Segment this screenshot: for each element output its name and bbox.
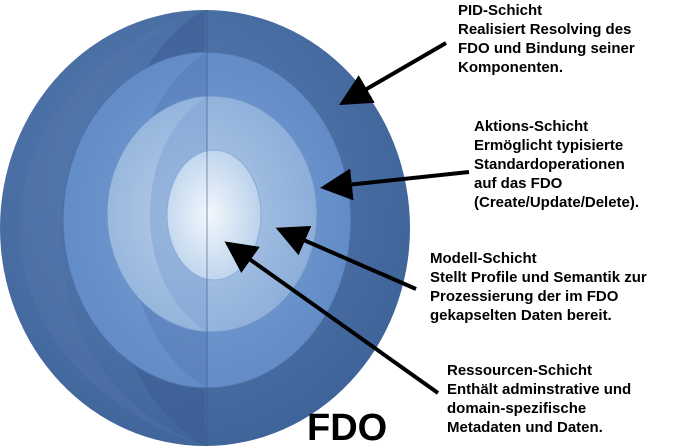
model-layer-label: Modell-Schicht Stellt Profile und Semant…	[430, 249, 647, 325]
arrow-ressourcen	[224, 241, 440, 395]
pid-layer-line: Realisiert Resolving des	[458, 21, 632, 38]
resource-layer-line: Enthält adminstrative und	[447, 381, 632, 398]
pid-layer-line: FDO und Bindung seiner	[458, 40, 635, 57]
resource-layer-label: Ressourcen-Schicht Enthält adminstrative…	[447, 361, 631, 437]
arrow-modell	[275, 225, 417, 291]
model-layer-heading: Modell-Schicht	[430, 250, 537, 267]
pid-layer-line: Komponenten.	[458, 59, 563, 76]
resource-layer-line: Metadaten und Daten.	[447, 419, 603, 436]
model-layer-line: gekapselten Daten bereit.	[430, 307, 612, 324]
arrow-pid	[339, 41, 448, 106]
action-layer-heading: Aktions-Schicht	[474, 118, 589, 135]
pid-layer-label: PID-Schicht Realisiert Resolving des FDO…	[458, 1, 635, 77]
model-layer-line: Prozessierung der im FDO	[430, 288, 619, 305]
model-layer-line: Stellt Profile und Semantik zur	[430, 269, 647, 286]
pid-layer-heading: PID-Schicht	[458, 2, 543, 19]
action-layer-line: (Create/Update/Delete).	[474, 194, 640, 211]
resource-layer-heading: Ressourcen-Schicht	[447, 362, 593, 379]
action-layer-label: Aktions-Schicht Ermöglicht typisierte St…	[474, 117, 639, 212]
diagram-title: FDO	[307, 407, 388, 446]
pid-layer-rim	[20, 10, 205, 446]
resource-layer-line: domain-spezifische	[447, 400, 587, 417]
action-layer-line: Ermöglicht typisierte	[474, 137, 624, 154]
resource-core	[166, 149, 262, 281]
action-layer-line: Standardoperationen	[474, 156, 625, 173]
arrow-aktion	[320, 168, 470, 201]
action-layer-line: auf das FDO	[474, 175, 563, 192]
